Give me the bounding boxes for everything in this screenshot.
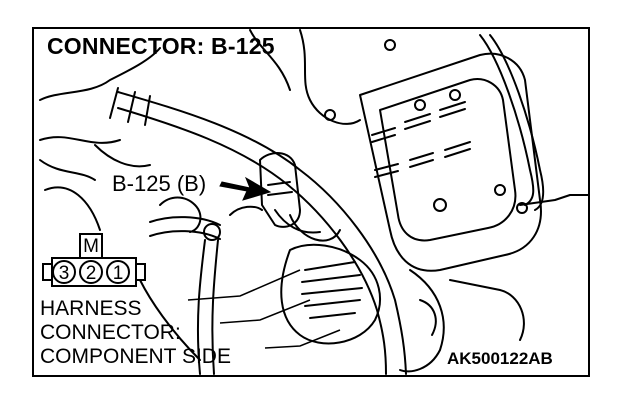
connector-title: CONNECTOR: B-125 — [47, 33, 275, 59]
pin-cavity-1 — [106, 260, 130, 284]
pin-cavity-3 — [52, 260, 76, 284]
pin-label: 2 — [85, 263, 97, 284]
pointer-arrow — [219, 176, 272, 201]
figure-code: AK500122AB — [447, 349, 553, 368]
connector-left-latch — [42, 263, 53, 281]
connector-key-label: M — [83, 236, 99, 257]
connector-right-latch — [135, 263, 146, 281]
harness-label-line: CONNECTOR: — [40, 321, 181, 344]
pin-cavity-2 — [79, 260, 103, 284]
harness-label-line: COMPONENT SIDE — [40, 345, 231, 368]
harness-label-line: HARNESS — [40, 297, 142, 320]
connector-callout-label: B-125 (B) — [110, 171, 209, 196]
pin-label: 1 — [112, 263, 124, 284]
pin-label: 3 — [58, 263, 70, 284]
